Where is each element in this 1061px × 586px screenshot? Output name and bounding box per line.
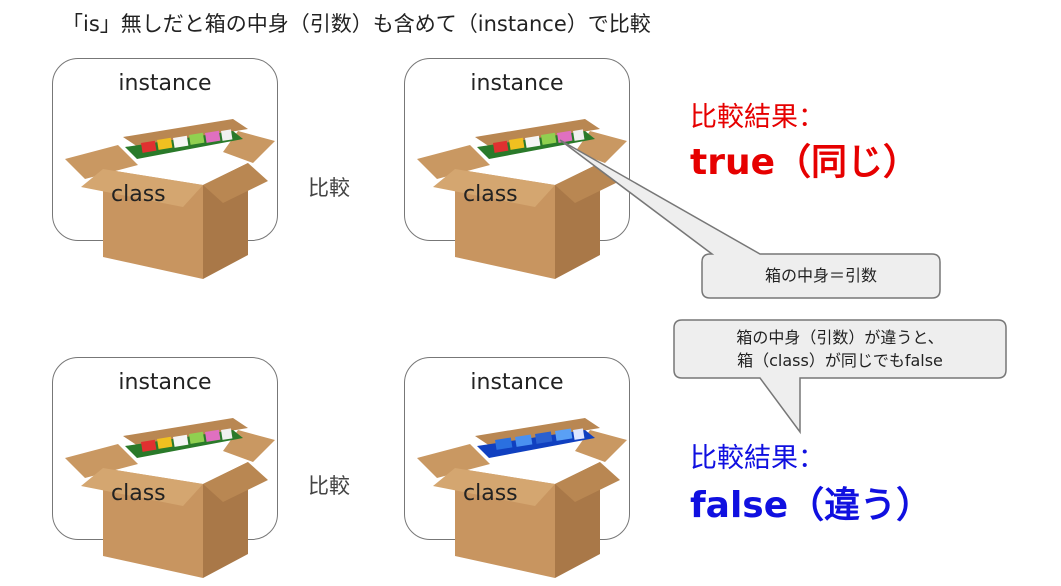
instance-card-row2-left: instance class <box>52 357 278 578</box>
callout-contents-bubble <box>559 139 941 299</box>
cardboard-box-icon <box>65 119 275 279</box>
result-value: true（同じ） <box>690 142 920 183</box>
instance-label: instance <box>118 71 212 96</box>
instance-label: instance <box>118 370 212 395</box>
result-title: 比較結果： <box>690 443 825 474</box>
page-title: 「is」無しだと箱の中身（引数）も含めて（instance）で比較 <box>62 12 651 36</box>
instance-card-row1-right: instance class <box>404 58 630 279</box>
callout-line-1: 箱の中身（引数）が違うと、 <box>736 328 944 347</box>
instance-label: instance <box>470 370 564 395</box>
cardboard-box-icon <box>417 119 627 279</box>
result-value: false（違う） <box>690 485 933 526</box>
compare-label: 比較 <box>308 176 350 200</box>
instance-label: instance <box>470 71 564 96</box>
compare-label: 比較 <box>308 474 350 498</box>
class-label: class <box>111 481 166 506</box>
box-contents-colorful <box>477 129 595 159</box>
result-title: 比較結果： <box>690 102 825 133</box>
class-label: class <box>463 481 518 506</box>
class-label: class <box>111 182 166 207</box>
instance-card-row2-right: instance class <box>404 357 630 578</box>
cardboard-box-icon <box>65 418 275 578</box>
cardboard-box-icon <box>417 418 627 578</box>
box-contents-colorful <box>125 428 243 458</box>
callout-difference-bubble <box>673 319 1007 435</box>
callout-difference-text: 箱の中身（引数）が違うと、 箱（class）が同じでもfalse <box>674 326 1006 372</box>
box-contents-blue <box>477 428 595 458</box>
callout-line-2: 箱（class）が同じでもfalse <box>737 351 943 370</box>
callout-contents-text: 箱の中身＝引数 <box>764 266 877 285</box>
callout-shapes <box>559 139 1007 435</box>
class-label: class <box>463 182 518 207</box>
instance-card-row1-left: instance class <box>52 58 278 279</box>
box-contents-colorful <box>125 129 243 159</box>
